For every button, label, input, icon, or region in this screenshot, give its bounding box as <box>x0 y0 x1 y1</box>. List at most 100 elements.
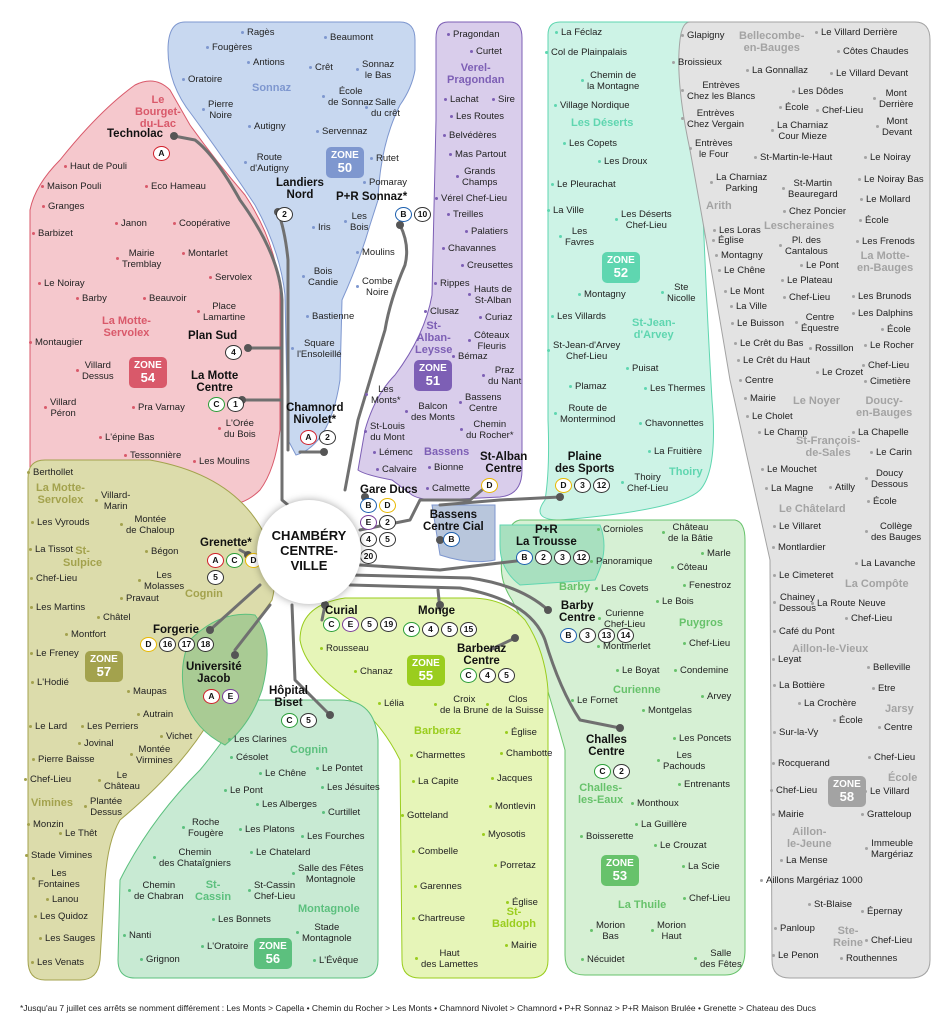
stop-dot <box>123 934 126 937</box>
line-badge[interactable]: 2 <box>613 764 630 779</box>
line-badge[interactable]: 12 <box>573 550 590 565</box>
line-badge[interactable]: B <box>516 550 533 565</box>
stop-label: Pravaut <box>126 593 159 604</box>
stop-dot <box>873 97 876 100</box>
line-badge[interactable]: 1 <box>227 397 244 412</box>
stop-dot <box>356 68 359 71</box>
line-badge[interactable]: A <box>207 553 224 568</box>
line-badge[interactable]: E <box>360 515 377 530</box>
line-badge[interactable]: 14 <box>617 628 634 643</box>
line-badge[interactable]: 15 <box>460 622 477 637</box>
stop-dot <box>500 752 503 755</box>
line-badge[interactable]: 3 <box>574 478 591 493</box>
stop-label: Mas Partout <box>455 149 507 160</box>
line-badge[interactable]: E <box>342 617 359 632</box>
line-badge[interactable]: A <box>153 146 170 161</box>
stop-label: Curtet <box>476 46 502 57</box>
line-badge[interactable]: B <box>360 498 377 513</box>
stop-label: Myosotis <box>488 829 526 840</box>
line-badge[interactable]: D <box>140 637 157 652</box>
line-badge[interactable]: B <box>560 628 577 643</box>
stop-label: Les Platons <box>245 824 295 835</box>
stop-dot <box>547 209 550 212</box>
stop-label: Chef-Lieu <box>689 893 731 904</box>
line-badge[interactable]: 5 <box>300 713 317 728</box>
line-badge[interactable]: 4 <box>422 622 439 637</box>
stop-label: Le Villaret <box>779 521 822 532</box>
hub-label: Monge <box>418 605 456 617</box>
line-badge[interactable]: C <box>460 668 477 683</box>
line-badge[interactable]: 19 <box>380 617 397 632</box>
line-badge[interactable]: 3 <box>554 550 571 565</box>
stop-label: Cornioles <box>603 524 644 535</box>
line-badge[interactable]: C <box>323 617 340 632</box>
line-badge[interactable]: D <box>379 498 396 513</box>
line-badge[interactable]: C <box>594 764 611 779</box>
line-badge[interactable]: 2 <box>535 550 552 565</box>
line-badge[interactable]: C <box>208 397 225 412</box>
line-badge[interactable]: 2 <box>379 515 396 530</box>
line-badge[interactable]: 4 <box>360 532 377 547</box>
zone-badge-label: ZONE <box>134 360 162 371</box>
stop-label: Les Venats <box>37 957 85 968</box>
line-badge[interactable]: 2 <box>319 430 336 445</box>
line-badge[interactable]: E <box>222 689 239 704</box>
stop-label: Panoramique <box>596 556 653 567</box>
route-challes <box>348 583 622 730</box>
line-badge[interactable]: D <box>481 478 498 493</box>
stop-dot <box>259 772 262 775</box>
stop-dot <box>32 758 35 761</box>
line-badge[interactable]: A <box>300 430 317 445</box>
node-barby <box>544 606 552 614</box>
line-badge[interactable]: 20 <box>360 549 377 564</box>
stop-dot <box>773 684 776 687</box>
line-badge[interactable]: D <box>555 478 572 493</box>
stop-dot <box>737 359 740 362</box>
line-badge[interactable]: A <box>203 689 220 704</box>
line-badge[interactable]: 4 <box>225 345 242 360</box>
stop-dot <box>581 79 584 82</box>
line-badge[interactable]: B <box>395 207 412 222</box>
line-badge[interactable]: B <box>443 532 460 547</box>
node-univ <box>231 651 239 659</box>
line-badge[interactable]: 18 <box>197 637 214 652</box>
line-badge[interactable]: 10 <box>414 207 431 222</box>
stop-label: Gotteland <box>407 810 449 821</box>
line-badge[interactable]: 13 <box>598 628 615 643</box>
line-badge[interactable]: C <box>403 622 420 637</box>
line-badge[interactable]: 12 <box>593 478 610 493</box>
line-badge[interactable]: 2 <box>276 207 293 222</box>
line-badge[interactable]: 5 <box>207 570 224 585</box>
stop-label: Le Chatelard <box>256 847 311 858</box>
line-badge[interactable]: 4 <box>479 668 496 683</box>
line-badge[interactable]: 17 <box>178 637 195 652</box>
area-label: Ste-Reine <box>833 925 863 949</box>
line-badge[interactable]: 5 <box>379 532 396 547</box>
stop-label: Épernay <box>867 906 903 917</box>
line-badge[interactable]: C <box>226 553 243 568</box>
area-label: St-François-de-Sales <box>796 435 861 459</box>
stop-dot <box>701 695 704 698</box>
line-badge[interactable]: 16 <box>159 637 176 652</box>
line-badge[interactable]: 5 <box>361 617 378 632</box>
stop-label: Le Lard <box>35 721 68 732</box>
stop-dot <box>689 147 692 150</box>
stop-label: Autigny <box>254 121 286 132</box>
line-badge[interactable]: 5 <box>498 668 515 683</box>
line-badge[interactable]: 3 <box>579 628 596 643</box>
stop-label: Panloup <box>780 923 815 934</box>
line-badge[interactable]: C <box>281 713 298 728</box>
stop-label: Les Fourches <box>307 831 365 842</box>
line-badge[interactable]: 5 <box>441 622 458 637</box>
stop-dot <box>197 310 200 313</box>
